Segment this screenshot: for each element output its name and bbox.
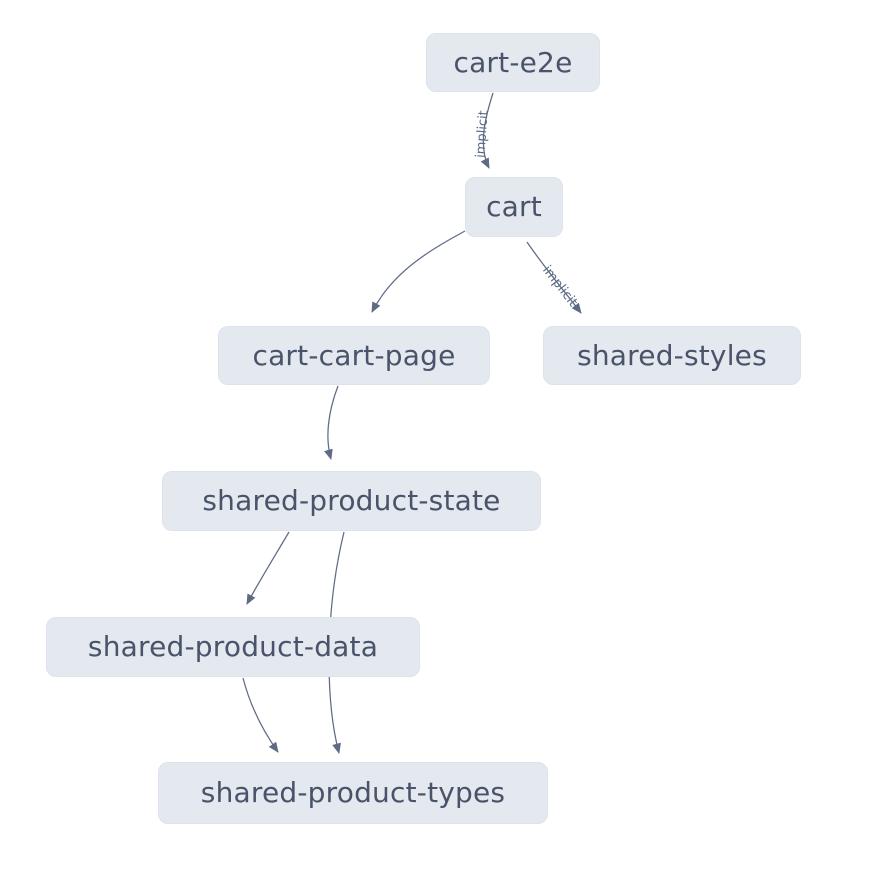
node-label: shared-styles: [577, 338, 767, 372]
edge-cart-to-shared-styles: [526, 241, 582, 314]
node-cart-e2e[interactable]: cart-e2e: [426, 33, 600, 92]
node-cart[interactable]: cart: [465, 177, 563, 237]
edge-cart-e2e-to-cart: [480, 92, 494, 169]
node-label: shared-product-state: [202, 484, 501, 517]
node-label: cart: [486, 190, 542, 223]
node-label: shared-product-types: [200, 776, 506, 809]
edge-cart-to-cart-cart-page: [371, 230, 466, 313]
node-shared-product-state[interactable]: shared-product-state: [162, 471, 541, 531]
node-cart-cart-page[interactable]: cart-cart-page: [218, 326, 490, 385]
edge-cart-cart-page-to-shared-product-state: [324, 385, 339, 460]
node-shared-styles[interactable]: shared-styles: [543, 326, 801, 385]
edge-shared-product-state-to-shared-product-data: [246, 531, 290, 605]
node-label: shared-product-data: [87, 630, 379, 663]
node-label: cart-cart-page: [252, 338, 456, 372]
node-label: cart-e2e: [453, 45, 573, 79]
node-shared-product-data[interactable]: shared-product-data: [46, 617, 420, 677]
edge-label-implicit: implicit: [539, 263, 580, 310]
node-shared-product-types[interactable]: shared-product-types: [158, 762, 548, 824]
edge-label-implicit: implicit: [473, 110, 491, 159]
edge-shared-product-data-to-shared-product-types: [242, 677, 279, 753]
